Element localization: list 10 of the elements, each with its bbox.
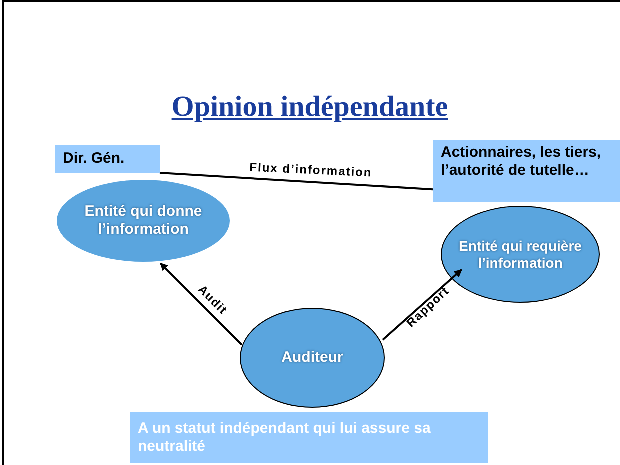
edge-label: Flux d’information <box>249 159 373 182</box>
arrow <box>160 262 243 346</box>
arrow <box>382 269 462 341</box>
label-box: Dir. Gén. <box>55 145 160 173</box>
ellipse: Entité qui donne l’information <box>57 180 230 262</box>
ellipse: Auditeur <box>240 308 385 408</box>
label-box: Actionnaires, les tiers, l’autorité de tutelle… <box>433 140 620 202</box>
connector-line <box>160 172 434 191</box>
note-box: A un statut indépendant qui lui assure sa neutralité <box>130 412 488 463</box>
title: Opinion indépendante <box>170 90 450 125</box>
